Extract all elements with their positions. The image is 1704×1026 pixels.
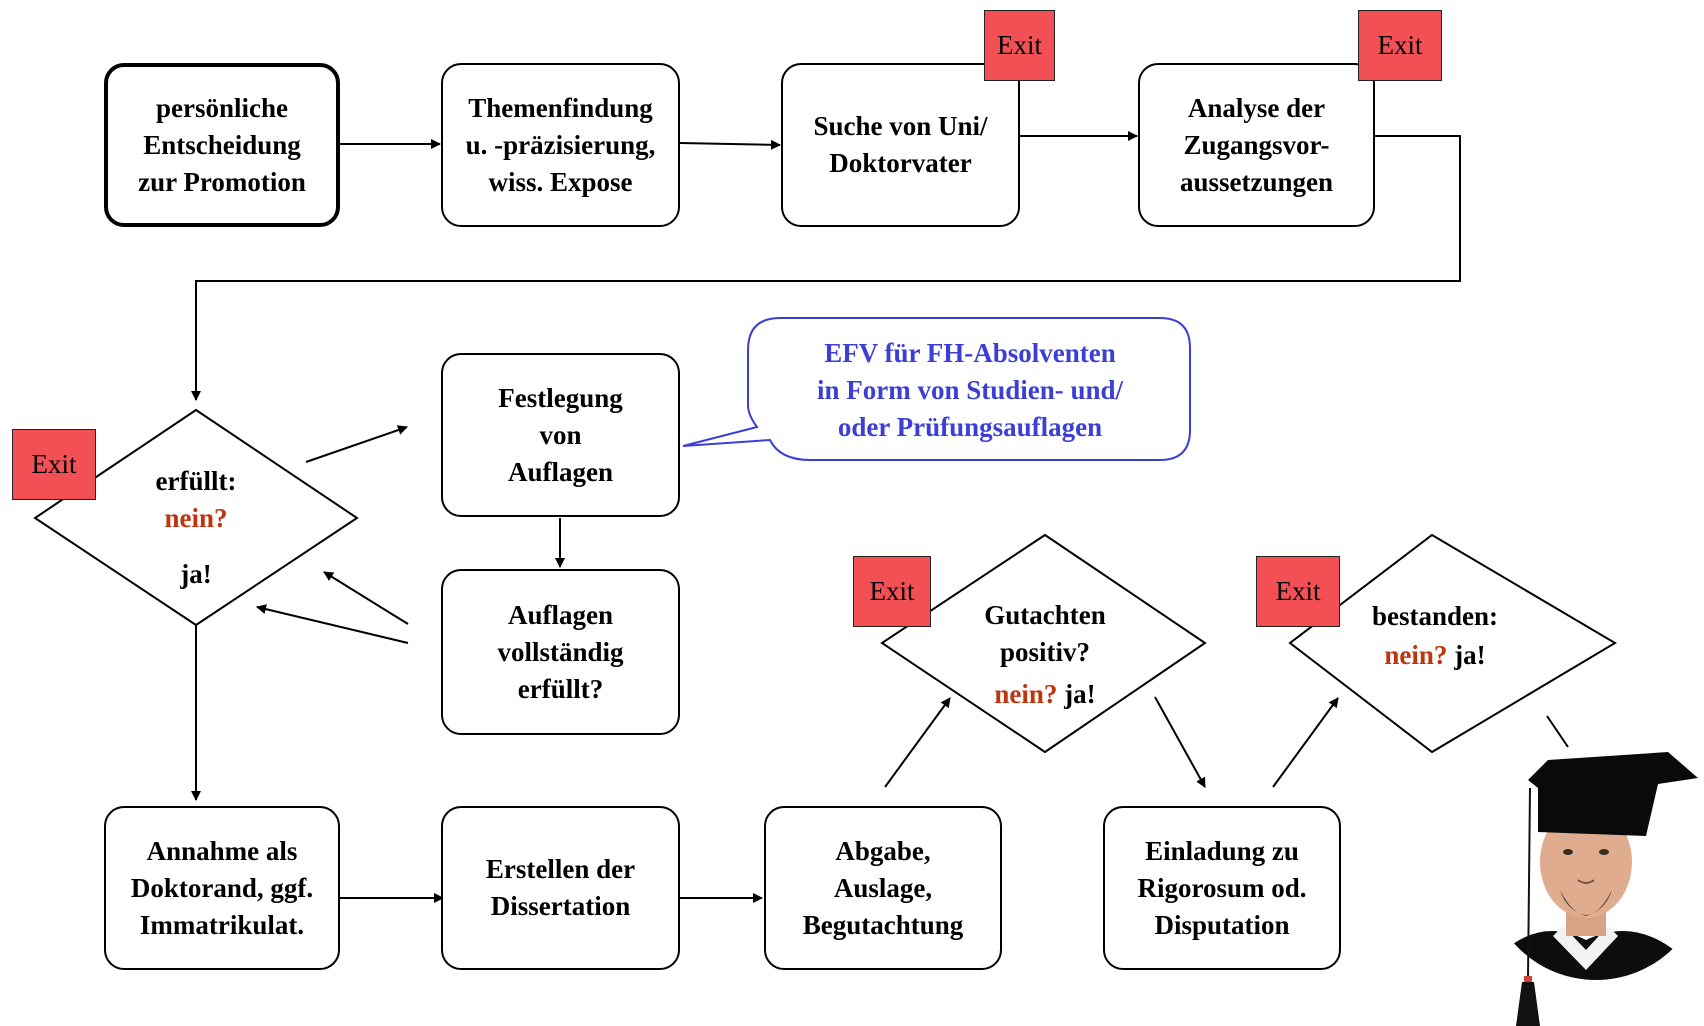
annahme-box: Annahme als Doktorand, ggf. Immatrikulat… [104, 806, 340, 970]
annahme-line-2: Doktorand, ggf. [130, 872, 314, 903]
arrow-themenfindung-to-suche [679, 139, 781, 150]
exit-tag-suche: Exit [984, 10, 1055, 81]
themenfindung-line-3: wiss. Expose [488, 166, 633, 197]
themenfindung-line-1: Themenfindung [468, 92, 653, 123]
gutachten-diamond [880, 533, 1207, 754]
bestanden-answer: nein? ja! [1340, 637, 1530, 674]
einladung-box: Einladung zu Rigorosum od. Disputation [1103, 806, 1341, 970]
suche-line-1: Suche von Uni/ [813, 111, 988, 141]
abgabe-box: Abgabe, Auslage, Begutachtung [764, 806, 1002, 970]
analyse-line-2: Zugangsvor- [1183, 129, 1330, 160]
arrow-auflagen-to-check-lower [256, 604, 409, 644]
analyse-line-1: Analyse der [1187, 92, 1326, 123]
entscheidung-line-1: persönliche [156, 92, 288, 123]
bestanden-label: bestanden: [1371, 601, 1499, 631]
abgabe-line-3: Begutachtung [802, 909, 964, 940]
gutachten-no: nein? [994, 679, 1058, 709]
einladung-line-2: Rigorosum od. [1137, 872, 1307, 903]
analyse-line-3: aussetzungen [1179, 166, 1334, 197]
festlegung-box: Festlegung von Auflagen [441, 353, 680, 517]
bestanden-no: nein? [1384, 640, 1448, 670]
festlegung-line-3: Auflagen [507, 456, 613, 487]
entscheidung-box: persönliche Entscheidung zur Promotion [104, 63, 340, 227]
erstellen-box: Erstellen der Dissertation [441, 806, 680, 970]
einladung-line-3: Disputation [1154, 909, 1290, 940]
callout-line-3: oder Prüfungsauflagen [837, 412, 1103, 442]
check-no: nein? [164, 503, 228, 533]
auflagen-check-line-3: erfüllt? [517, 673, 604, 704]
arrow-einladung-to-bestanden [1272, 697, 1339, 788]
check-yes: ja! [180, 559, 212, 589]
abgabe-line-1: Abgabe, [835, 835, 931, 866]
bestanden-yes: ja! [1454, 640, 1486, 670]
entscheidung-line-3: zur Promotion [138, 166, 306, 197]
abgabe-line-2: Auslage, [833, 872, 933, 903]
erstellen-line-2: Dissertation [490, 891, 631, 921]
callout-bubble [682, 317, 1191, 461]
exit-tag-check: Exit [12, 429, 96, 500]
line-analyse-to-check [191, 135, 1461, 401]
arrow-abgabe-to-gutachten [884, 697, 951, 788]
auflagen-check-line-1: Auflagen [507, 599, 613, 630]
entscheidung-line-2: Entscheidung [143, 129, 301, 160]
auflagen-check-line-2: vollständig [497, 636, 624, 667]
suche-line-2: Doktorvater [829, 148, 972, 178]
auflagen-check-box: Auflagen vollständig erfüllt? [441, 569, 680, 735]
exit-tag-bestanden: Exit [1256, 556, 1340, 627]
callout-line-2: in Form von Studien- und/ [816, 375, 1124, 405]
festlegung-line-2: von [539, 419, 582, 450]
annahme-line-1: Annahme als [146, 835, 298, 866]
analyse-box: Analyse der Zugangsvor- aussetzungen [1138, 63, 1375, 227]
line-bestanden-to-photo [1546, 715, 1569, 748]
suche-box: Suche von Uni/ Doktorvater [781, 63, 1020, 227]
gutachten-answer: nein? ja! [940, 676, 1150, 713]
einladung-line-1: Einladung zu [1145, 835, 1299, 866]
themenfindung-line-2: u. -präzisierung, [465, 129, 656, 160]
erstellen-line-1: Erstellen der [485, 854, 636, 884]
arrow-auflagen-to-check-upper [323, 571, 409, 625]
exit-tag-gutachten: Exit [853, 556, 931, 627]
callout-line-1: EFV für FH-Absolventen [824, 338, 1116, 368]
festlegung-line-1: Festlegung [498, 382, 623, 413]
annahme-line-3: Immatrikulat. [139, 909, 305, 940]
arrow-check-to-festlegung [305, 425, 408, 463]
check-label: erfüllt: [155, 466, 237, 496]
gutachten-yes: ja! [1064, 679, 1096, 709]
gutachten-line-1: Gutachten [984, 600, 1106, 630]
exit-tag-analyse: Exit [1358, 10, 1442, 81]
callout-text: EFV für FH-Absolventen in Form von Studi… [752, 335, 1188, 446]
arrow-gutachten-to-einladung [1154, 696, 1206, 788]
gutachten-line-2: positiv? [999, 637, 1091, 667]
themenfindung-box: Themenfindung u. -präzisierung, wiss. Ex… [441, 63, 680, 227]
graduate-portrait-image [1486, 752, 1704, 1026]
